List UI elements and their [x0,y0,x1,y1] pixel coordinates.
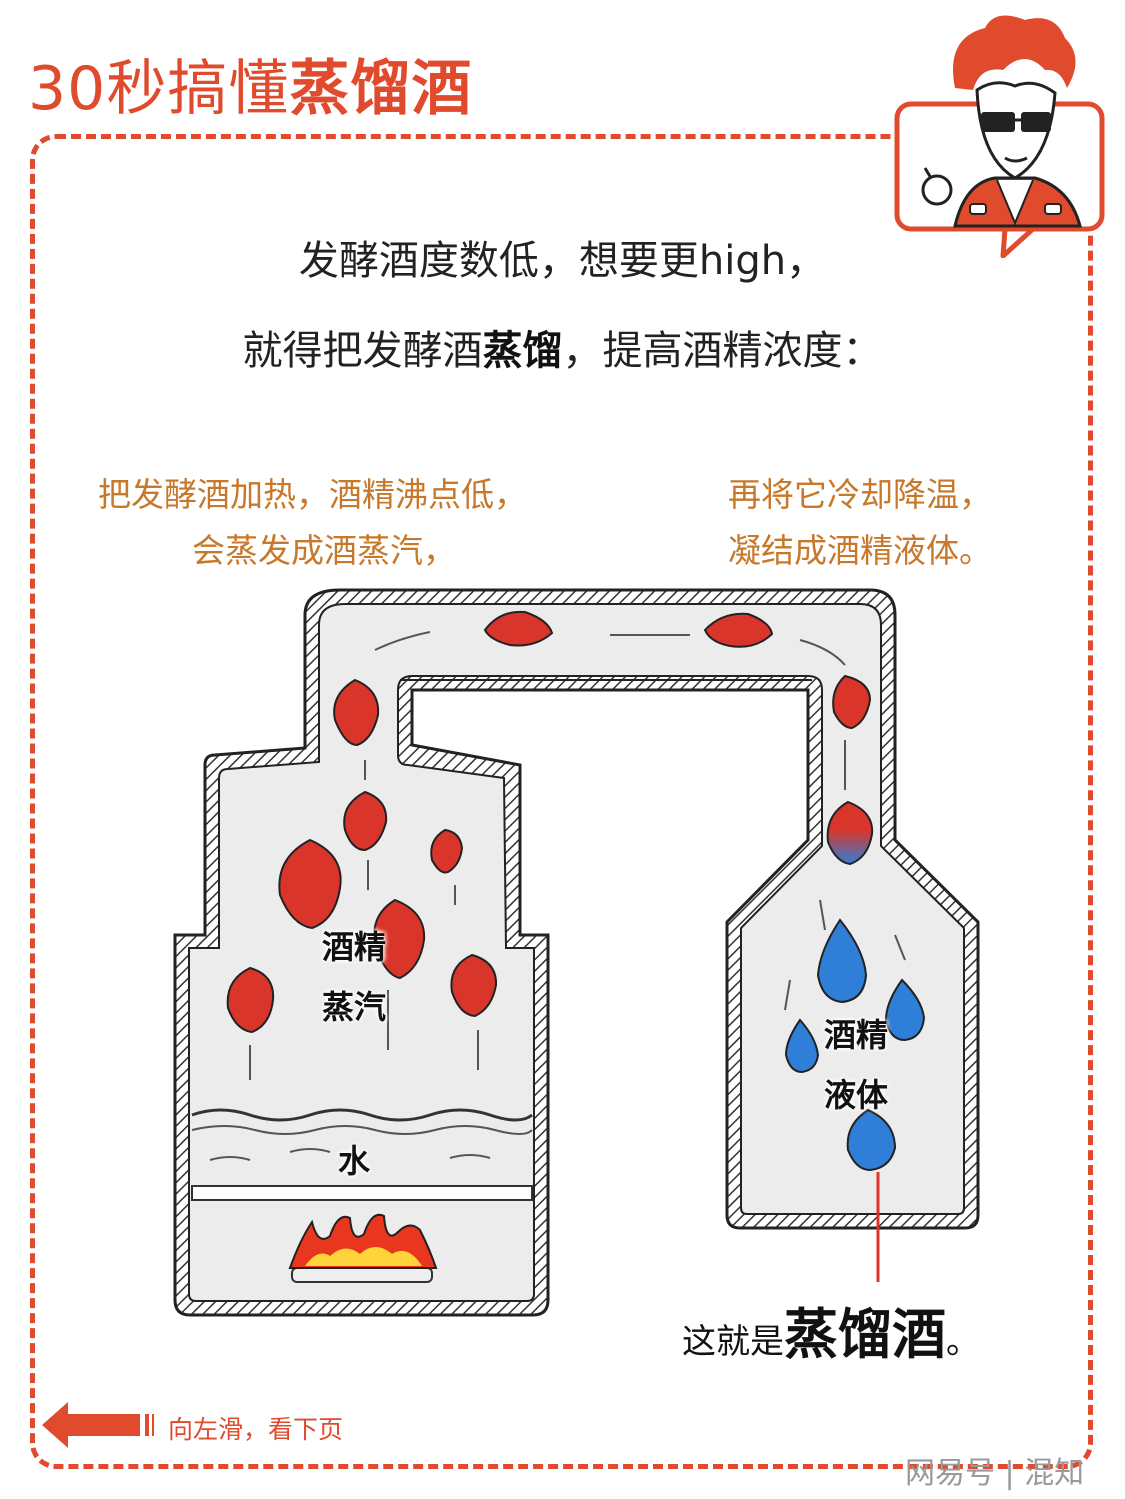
left-arrow-icon [42,1402,154,1448]
intro-line-1: 发酵酒度数低，想要更high， [298,238,827,284]
apparatus-glass [188,603,965,1302]
swipe-hint[interactable]: 向左滑，看下页 [168,1415,344,1444]
right-note-line-1: 再将它冷却降温， [728,475,992,514]
watermark: 网易号 | 混知 [905,1456,1085,1491]
intro-line-2-a: 就得把发酵酒 [242,328,483,374]
intro-line-2: 就得把发酵酒蒸馏，提高酒精浓度： [0,318,1125,376]
caption-prefix: 这就是 [682,1322,784,1362]
liquid-label-2: 液体 [824,1076,889,1114]
caption-bold: 蒸馏酒 [784,1303,946,1366]
vapor-label-2: 蒸汽 [322,988,387,1026]
water-label: 水 [338,1142,371,1180]
fire-icon [288,1213,438,1283]
vapor-drops [226,610,874,1034]
left-note-line-2: 会蒸发成酒蒸汽， [192,531,456,570]
title-bold: 蒸馏酒 [289,54,473,124]
page-title: 30秒搞懂蒸馏酒 [28,40,472,127]
content-frame [30,134,1093,1469]
water-surface [191,1108,533,1122]
cartoon-host-icon [894,15,1105,258]
title-prefix: 30秒搞懂 [28,54,290,124]
liquid-label-1: 酒精 [824,1016,889,1054]
left-note-line-1: 把发酵酒加热，酒精沸点低， [98,475,527,514]
liquid-drops [784,918,926,1172]
heating-plate [191,1185,533,1201]
intro-line-2-b: ，提高酒精浓度： [562,328,883,374]
right-note-line-2: 凝结成酒精液体。 [728,531,992,570]
conclusion-caption: 这就是蒸馏酒。 [682,1290,980,1369]
caption-suffix: 。 [946,1322,980,1362]
intro-line-2-bold: 蒸馏 [482,328,563,374]
vapor-label-1: 酒精 [322,928,387,966]
